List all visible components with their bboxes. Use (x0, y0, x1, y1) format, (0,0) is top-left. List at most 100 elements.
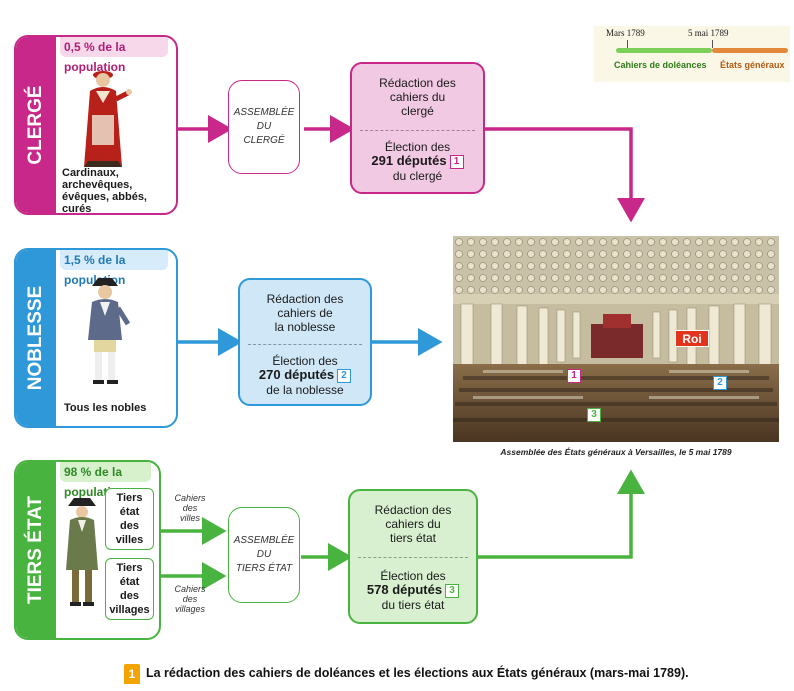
cahiers-villages-label: Cahiers des villages (168, 584, 212, 614)
population-tiers: 98 % de la population (60, 462, 151, 499)
election-noblesse-post: de la noblesse (266, 382, 344, 397)
election-tiers-pre: Élection des (380, 569, 446, 583)
badge-tiers: 3 (445, 583, 460, 598)
painting-caption: Assemblée des États généraux à Versaille… (500, 447, 732, 457)
tiers-villages-line: villages (109, 604, 150, 616)
cahiers-villes-line: Cahiers (174, 493, 206, 503)
cahiers-villes-line: villes (179, 513, 200, 523)
tiers-villages-line: Tiers (116, 562, 143, 574)
timeline-date-1: Mars 1789 (606, 28, 645, 38)
timeline-bar-cahiers (616, 48, 712, 53)
population-noblesse: 1,5 % de la population (60, 250, 168, 287)
painting-badge-tiers: 3 (587, 408, 601, 422)
assemblee-tiers-line: TIERS ÉTAT (235, 563, 293, 574)
arrow-tiers-3 (478, 469, 645, 559)
timeline: Mars 1789 5 mai 1789 Cahiers de doléance… (594, 26, 790, 82)
redaction-noblesse-line: cahiers de (277, 306, 333, 320)
redaction-tiers-line: tiers état (389, 531, 437, 545)
timeline-label-etats: États généraux (720, 60, 785, 70)
band-tiers: TIERS ÉTAT (16, 462, 56, 638)
redaction-clerge-line: cahiers du (389, 90, 446, 104)
painting-roi-label: Roi (675, 330, 709, 347)
timeline-tick-1 (627, 40, 628, 48)
badge-clerge: 1 (449, 154, 464, 169)
timeline-label-cahiers: Cahiers de doléances (614, 60, 707, 70)
redaction-noblesse-line: la noblesse (274, 320, 336, 334)
election-noblesse-pre: Élection des (272, 354, 338, 368)
tiers-villes-line: Tiers (116, 492, 143, 504)
clerge-desc-line: archevêques, (62, 179, 133, 191)
clerge-desc-line: Cardinaux, (62, 167, 119, 179)
cahiers-villages-line: villages (174, 604, 205, 614)
assemblee-tiers-line: ASSEMBLÉE (233, 535, 295, 546)
redaction-clerge-line: clergé (401, 104, 434, 118)
redaction-clerge: Rédaction des cahiers du clergé Élection… (350, 62, 485, 194)
band-tiers-label: TIERS ÉTAT (25, 495, 46, 605)
band-clerge: CLERGÉ (16, 37, 56, 213)
painting-etats-generaux: Roi 1 2 3 (453, 236, 779, 442)
assemblee-clerge-line: ASSEMBLÉE (233, 107, 295, 118)
painting-badge-noblesse: 2 (713, 376, 727, 390)
badge-noblesse: 2 (337, 368, 352, 383)
painting-badge-clerge: 1 (567, 369, 581, 383)
cahiers-villes-label: Cahiers des villes (170, 493, 210, 523)
timeline-date-2: 5 mai 1789 (688, 28, 729, 38)
cardinal-figure-icon (84, 71, 132, 167)
assemblee-clerge-line: CLERGÉ (243, 135, 285, 146)
card-noblesse: NOBLESSE 1,5 % de la population Tous les… (14, 248, 178, 428)
redaction-tiers-divider (358, 557, 468, 558)
timeline-tick-2 (712, 40, 713, 48)
tiers-villages-line: état (119, 576, 140, 588)
tiers-figure-icon (66, 498, 98, 606)
cahiers-villages-line: Cahiers (174, 584, 206, 594)
tiers-villages-box: Tiers état des villages (105, 558, 154, 620)
election-clerge-count: 291 députés (371, 153, 447, 168)
footer-number-badge: 1 (124, 664, 140, 684)
clerge-description: Cardinaux, archevêques, évêques, abbés, … (62, 167, 147, 215)
card-clerge: CLERGÉ 0,5 % de la population Cardinaux,… (14, 35, 178, 215)
election-clerge-pre: Élection des (384, 140, 451, 154)
noblesse-description: Tous les nobles (64, 402, 147, 414)
assemblee-clerge: ASSEMBLÉE DU CLERGÉ (228, 80, 300, 174)
painting-image (453, 236, 779, 442)
tiers-villes-line: villes (115, 534, 144, 546)
assemblee-tiers-line: DU (256, 549, 272, 560)
assemblee-clerge-line: DU (256, 121, 272, 132)
redaction-noblesse-line: Rédaction des (266, 292, 344, 306)
tiers-villages-line: des (120, 590, 139, 602)
population-clerge: 0,5 % de la population (60, 37, 168, 74)
card-tiers-etat: TIERS ÉTAT 98 % de la population Tiers é… (14, 460, 161, 640)
election-noblesse-count: 270 députés (258, 367, 335, 382)
redaction-noblesse: Rédaction des cahiers de la noblesse Éle… (238, 278, 372, 406)
footer-caption: La rédaction des cahiers de doléances et… (146, 666, 689, 680)
redaction-tiers-line: cahiers du (385, 517, 441, 531)
band-clerge-label: CLERGÉ (25, 85, 46, 165)
redaction-noblesse-divider (248, 344, 362, 345)
band-noblesse: NOBLESSE (16, 250, 56, 426)
election-tiers-count: 578 députés (366, 582, 443, 597)
arrow-clerge-3 (485, 127, 645, 223)
redaction-tiers-title: Rédaction des cahiers du tiers état (350, 503, 476, 545)
redaction-clerge-line: Rédaction des (379, 76, 456, 90)
clerge-desc-line: curés (62, 203, 92, 215)
clerge-desc-line: évêques, abbés, (62, 191, 147, 203)
redaction-tiers: Rédaction des cahiers du tiers état Élec… (348, 489, 478, 624)
cahiers-villages-line: des (182, 594, 198, 604)
redaction-clerge-title: Rédaction des cahiers du clergé (352, 76, 483, 118)
redaction-noblesse-title: Rédaction des cahiers de la noblesse (240, 292, 370, 334)
election-clerge-post: du clergé (392, 168, 443, 183)
cahiers-villes-line: des (182, 503, 198, 513)
tiers-villes-line: des (120, 520, 139, 532)
redaction-clerge-divider (360, 130, 475, 131)
redaction-tiers-line: Rédaction des (374, 503, 452, 517)
timeline-bar-etats (712, 48, 788, 53)
election-tiers-post: du tiers état (381, 597, 445, 612)
assemblee-tiers: ASSEMBLÉE DU TIERS ÉTAT (228, 507, 300, 603)
tiers-villes-box: Tiers état des villes (105, 488, 154, 550)
noble-figure-icon (88, 278, 131, 384)
band-noblesse-label: NOBLESSE (25, 285, 46, 391)
